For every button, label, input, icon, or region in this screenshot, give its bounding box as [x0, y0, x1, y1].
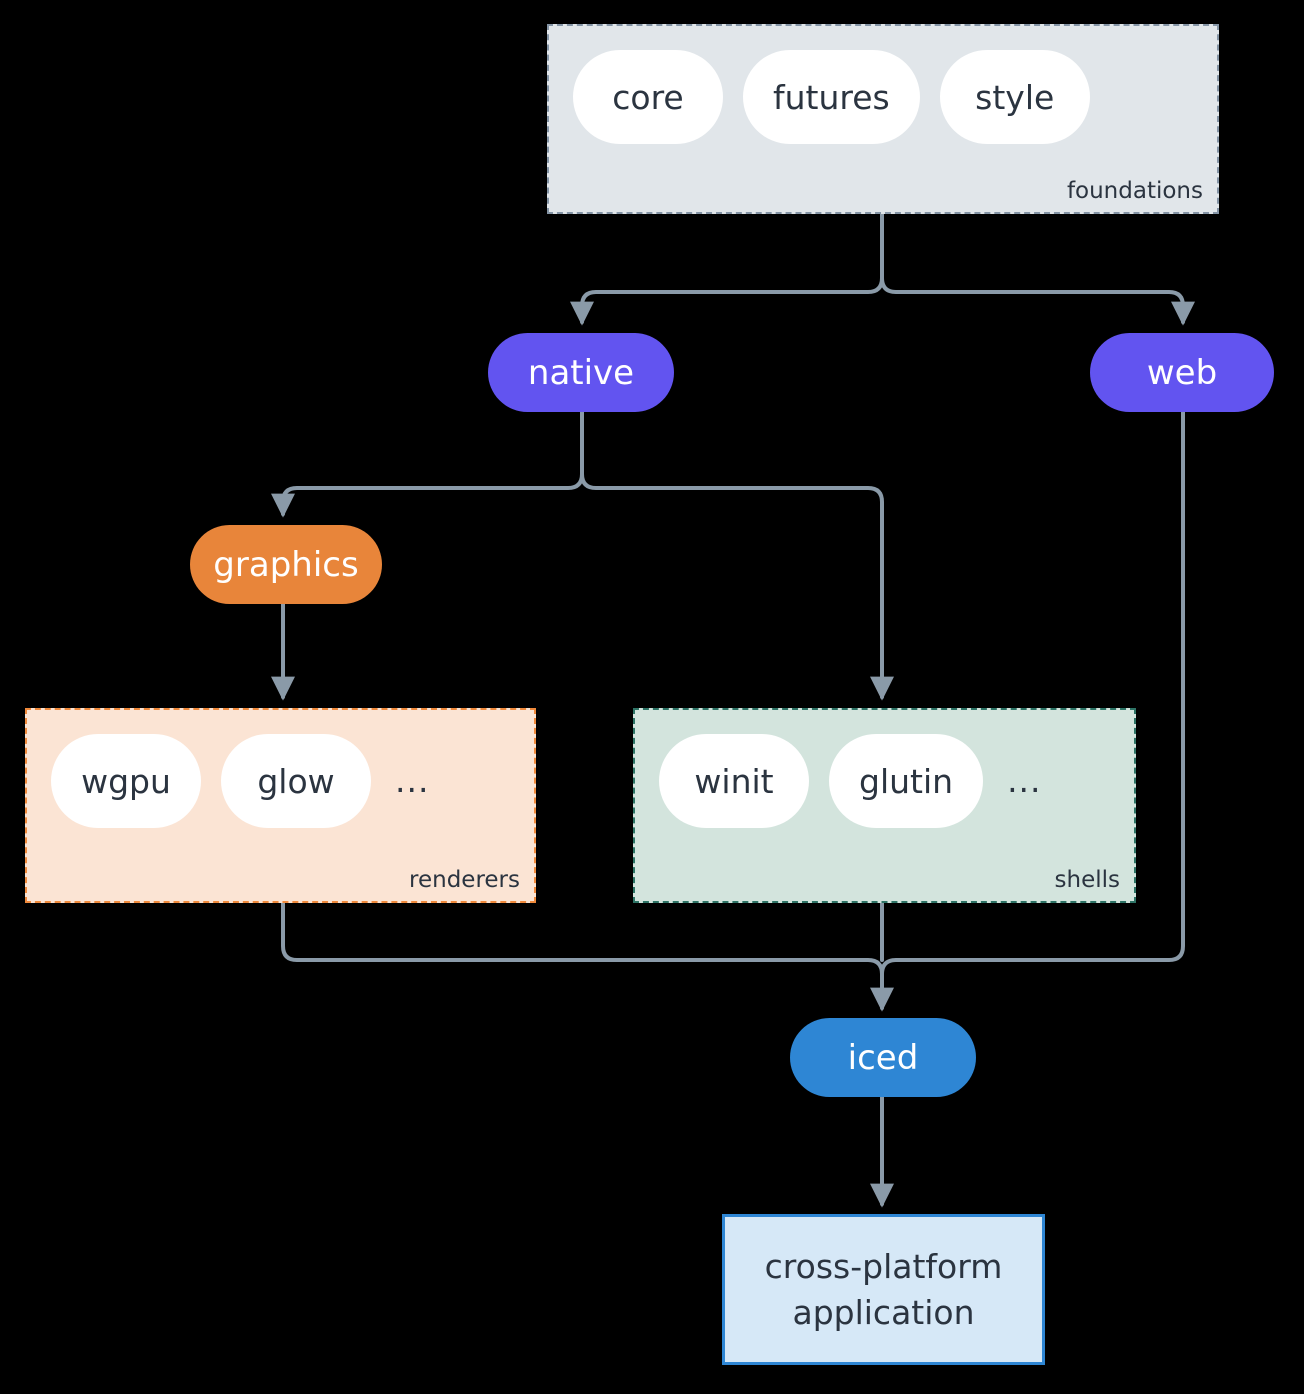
group-shells-label: shells — [1054, 867, 1120, 893]
edge-foundations-web — [880, 276, 1195, 326]
edge-renderers-iced — [281, 901, 894, 1012]
group-foundations[interactable]: core futures style foundations — [547, 24, 1219, 214]
node-glutin[interactable]: glutin — [829, 734, 984, 828]
node-web[interactable]: web — [1090, 333, 1274, 412]
group-foundations-label: foundations — [1066, 178, 1203, 204]
group-renderers[interactable]: wgpu glow ... renderers — [25, 708, 536, 903]
node-wgpu[interactable]: wgpu — [51, 734, 201, 828]
application-line-1: cross-platform — [764, 1246, 1003, 1286]
node-native[interactable]: native — [488, 333, 674, 412]
group-renderers-items: wgpu glow ... — [51, 734, 433, 828]
application-line-2: application — [792, 1292, 975, 1332]
group-shells[interactable]: winit glutin ... shells — [633, 708, 1136, 903]
shells-overflow-ellipsis: ... — [1007, 761, 1042, 800]
group-renderers-label: renderers — [409, 867, 520, 893]
group-shells-items: winit glutin ... — [659, 734, 1046, 828]
node-graphics[interactable]: graphics — [190, 525, 382, 604]
node-iced[interactable]: iced — [790, 1018, 976, 1097]
node-winit[interactable]: winit — [659, 734, 809, 828]
node-cross-platform-application[interactable]: cross-platform application — [722, 1214, 1045, 1365]
edge-foundations-native — [570, 212, 884, 326]
node-style[interactable]: style — [939, 50, 1090, 144]
group-foundations-items: core futures style — [573, 50, 1090, 144]
renderers-overflow-ellipsis: ... — [395, 761, 430, 800]
node-glow[interactable]: glow — [221, 734, 371, 828]
edge-native-graphics — [271, 410, 584, 518]
edge-native-shells — [580, 472, 894, 701]
node-core[interactable]: core — [573, 50, 723, 144]
node-futures[interactable]: futures — [743, 50, 920, 144]
